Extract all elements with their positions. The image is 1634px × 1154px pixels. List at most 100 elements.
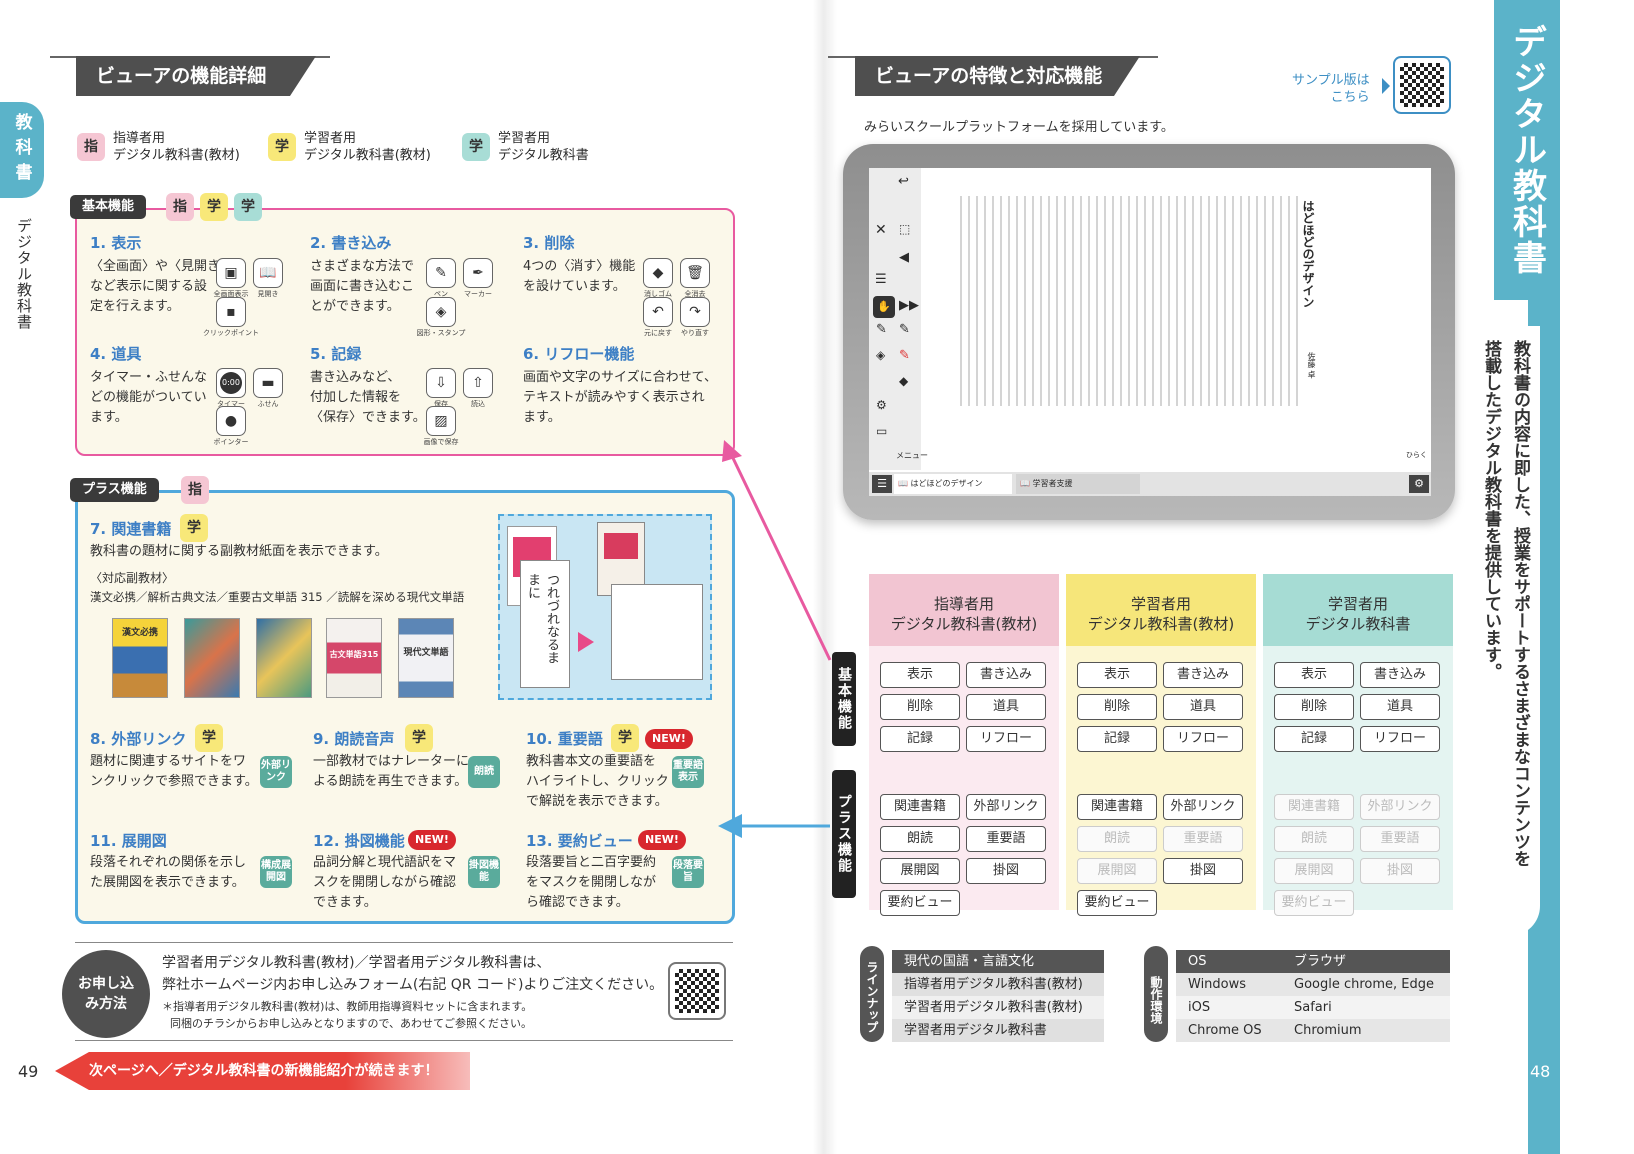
apply-rule-top	[75, 942, 733, 943]
viewer-prev-icon[interactable]: ◀	[899, 250, 909, 265]
feature-chip: 関連書籍	[1274, 794, 1354, 820]
undo-icon: ↶元に戻す	[643, 297, 673, 337]
basic-features-panel	[75, 208, 735, 456]
feature-chip: 掛図	[1163, 858, 1243, 884]
lineup-item-4: 学習者用デジタル教科書	[892, 1019, 1104, 1042]
apply-note-2: 同梱のチラシからお申し込みとなりますので、あわせてご参照ください。	[170, 1017, 533, 1030]
viewer-red-pen-icon[interactable]: ✎	[899, 348, 910, 363]
feature-chip: 記録	[880, 726, 960, 752]
feature-desc-keyword: 教科書本文の重要語をハイライトし、クリックで解説を表示できます。	[526, 754, 669, 809]
feature-chip: 展開図	[1274, 858, 1354, 884]
apply-circle: お申し込み方法	[62, 950, 150, 1038]
feature-desc-tools: タイマー・ふせんなどの機能がついています。	[90, 370, 208, 425]
basic-tag: 基本機能	[70, 195, 147, 219]
feature-chip: 展開図	[1077, 858, 1157, 884]
viewer-pen-icon[interactable]: ✎	[876, 322, 887, 337]
cover-grammar	[184, 618, 240, 698]
feature-chip: 削除	[880, 694, 960, 720]
lineup-item-3: 学習者用デジタル教科書(教材)	[892, 996, 1104, 1019]
feature-chip: 表示	[1077, 662, 1157, 688]
viewer-eraser-icon[interactable]: ◆	[899, 374, 909, 388]
viewer-menu-button[interactable]: メニュー	[896, 451, 928, 460]
cover-kobun	[256, 618, 312, 698]
vbar-plus: プラス機能	[832, 770, 856, 898]
big-title-tab: デジタル教科書	[1494, 0, 1560, 300]
section-title-left: ビューアの機能詳細	[76, 56, 316, 96]
click-point-icon: ▪クリックポイント	[203, 297, 259, 337]
page-spine	[813, 0, 837, 1154]
lineup-label: ラインナップ	[860, 946, 884, 1042]
legend-learner: 学 学習者用デジタル教科書	[462, 130, 589, 164]
feature-chip: 書き込み	[1163, 662, 1243, 688]
feature-chip: 削除	[1274, 694, 1354, 720]
feature-chip: 要約ビュー	[1077, 890, 1157, 916]
feature-title-tools: 4. 道具	[90, 345, 142, 363]
viewer-tool-icon[interactable]: ⚙	[876, 398, 887, 412]
feature-chip: 表示	[1274, 662, 1354, 688]
feature-desc-write: さまざまな方法で画面に書き込むことができます。	[310, 259, 415, 314]
viewer-back-icon[interactable]: ↩	[898, 174, 909, 189]
save-image-icon: ▨画像で保存	[424, 406, 459, 446]
sample-qr-code[interactable]	[1393, 56, 1451, 114]
viewer-tab-2[interactable]: 📖 学習者支援	[1016, 474, 1140, 494]
side-tab: 教科書	[0, 102, 44, 198]
page-number-left: 49	[18, 1062, 39, 1081]
pointer-icon: ●ポインター	[214, 406, 249, 446]
viewer-zoom-icon[interactable]: ⬚	[899, 222, 911, 236]
viewer-hamburger-icon[interactable]: ☰	[872, 475, 892, 493]
lineup-item-1: 現代の国語・言語文化	[892, 950, 1104, 973]
diagram-icon: 構成展開図	[260, 856, 292, 888]
feature-desc-summary: 段落要旨と二百字要約をマスクを開閉しながら確認できます。	[526, 855, 657, 910]
apply-qr-code[interactable]	[668, 962, 726, 1020]
feature-title-write: 2. 書き込み	[310, 234, 392, 252]
viewer-list-icon[interactable]: ☰	[875, 272, 887, 287]
feature-title-reflow: 6. リフロー機能	[523, 345, 635, 363]
feature-chip: 掛図	[966, 858, 1046, 884]
feature-desc-record: 書き込みなど、付加した情報を〈保存〉できます。	[310, 370, 426, 425]
feature-desc-display: 〈全画面〉や〈見開き〉など表示に関する設定を行えます。	[90, 259, 234, 314]
feature-chip: 関連書籍	[1077, 794, 1157, 820]
trash-icon: 🗑全消去	[680, 258, 710, 298]
feature-title-narration: 9. 朗読音声	[313, 730, 395, 748]
feature-title-keyword: 10. 重要語	[526, 730, 603, 748]
feature-chip: 要約ビュー	[880, 890, 960, 916]
feature-chip: 重要語	[966, 826, 1046, 852]
feature-chip: 外部リンク	[1360, 794, 1440, 820]
viewer-stamp-icon[interactable]: ◈	[876, 348, 886, 362]
apply-line-2: 弊社ホームページ内お申し込みフォーム(右記 QR コード)よりご注文ください。	[162, 977, 664, 993]
viewer-side-label[interactable]: ひらく	[1406, 451, 1427, 459]
viewer-close-icon[interactable]: ✕	[875, 222, 887, 238]
fullscreen-icon: ▣全画面表示	[214, 258, 249, 298]
spread-icon: 📖見開き	[253, 258, 283, 298]
legend-learner-material: 学 学習者用デジタル教科書(教材)	[268, 130, 431, 164]
feature-desc-narration: 一部教材ではナレーターによる朗読を再生できます。	[313, 754, 470, 789]
next-page-banner[interactable]: 次ページへ／デジタル教科書の新機能紹介が続きます！	[55, 1052, 470, 1090]
related-sub-list: 漢文必携／解析古典文法／重要古文単語 315 ／読解を深める現代文単語	[90, 590, 465, 604]
viewer-tab-1[interactable]: 📖 はどほどのデザイン	[894, 474, 1012, 494]
summary-new-badge: NEW!	[638, 830, 686, 850]
plus-badge: 指	[181, 476, 209, 504]
page-number-right: 48	[1530, 1062, 1551, 1081]
feature-chip: 外部リンク	[1163, 794, 1243, 820]
plus-tag: プラス機能	[70, 478, 159, 502]
cover-gendaibun: 現代文単語	[398, 618, 454, 698]
viewer-hand-icon[interactable]: ✋	[873, 296, 895, 318]
load-icon: ⇧読込	[463, 368, 493, 408]
feature-column-3: 学習者用デジタル教科書表示書き込み削除道具記録リフロー関連書籍外部リンク朗読重要…	[1263, 574, 1453, 916]
lineup-list: 現代の国語・言語文化 指導者用デジタル教科書(教材) 学習者用デジタル教科書(教…	[892, 950, 1104, 1042]
narration-icon: 朗読	[468, 756, 500, 788]
sample-link[interactable]: サンプル版はこちら	[1292, 73, 1370, 105]
env-label: 動作環境	[1144, 946, 1168, 1042]
sticky-note-icon: ▬ふせん	[253, 368, 283, 408]
viewer-pen2-icon[interactable]: ✎	[899, 322, 910, 337]
viewer-toolbar	[869, 168, 921, 470]
viewer-record-icon[interactable]: ▭	[876, 424, 888, 438]
vbar-basic: 基本機能	[832, 652, 856, 746]
narration-badge: 学	[405, 724, 433, 752]
viewer-author: 佐藤 卓	[1307, 352, 1316, 379]
viewer-next-icon[interactable]: ▶▶	[899, 298, 919, 313]
feature-chip: 削除	[1077, 694, 1157, 720]
viewer-settings-icon[interactable]: ⚙	[1409, 475, 1429, 493]
feature-chip: 記録	[1274, 726, 1354, 752]
